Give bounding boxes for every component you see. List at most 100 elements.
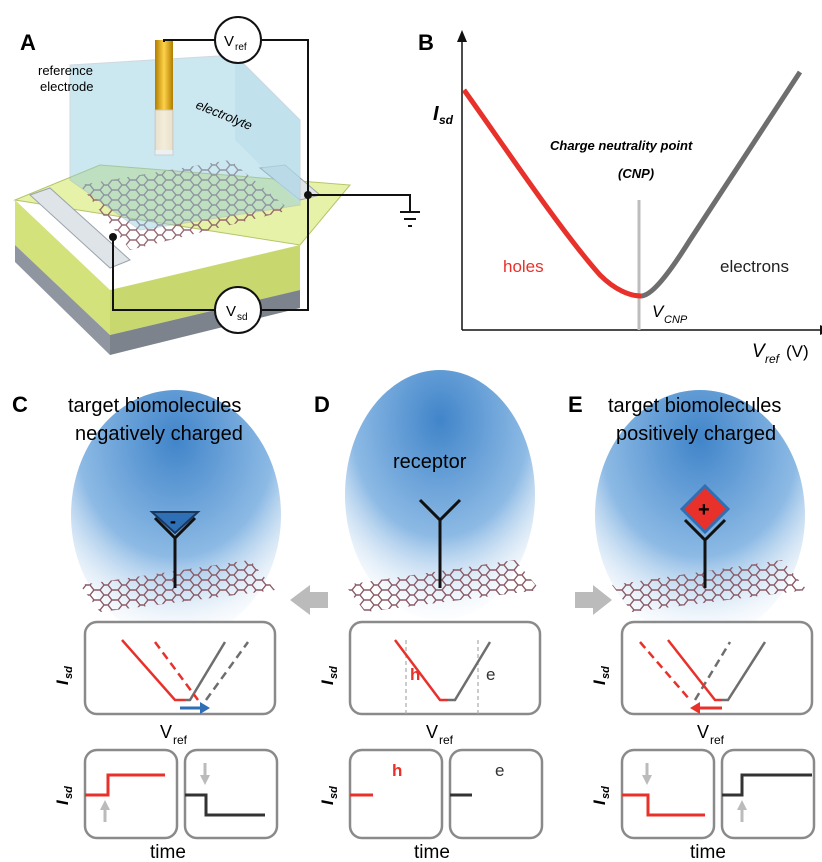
reference-electrode-tip (154, 109, 174, 156)
b-ylabel-sub: sd (439, 113, 454, 127)
d-time-h-label: h (392, 761, 402, 780)
c-title-1: target biomolecules (68, 395, 241, 417)
b-xlabel-sub: ref (765, 352, 781, 366)
c-holes-before (121, 639, 185, 702)
d-holes-curve (394, 639, 448, 702)
panel-letter-d: D (314, 392, 330, 417)
holes-curve (461, 88, 642, 299)
e-time-h-trace (622, 793, 705, 817)
left-arrow-icon (290, 585, 310, 615)
vsd-meter (214, 286, 262, 334)
panel-letter-a: A (20, 30, 36, 55)
c-title-2: negatively charged (75, 423, 243, 445)
c-up-arrow-icon (100, 800, 110, 810)
e-electrons-before (722, 641, 767, 702)
vcnp-main: V (652, 302, 665, 321)
e-isd2-main: I (590, 799, 609, 805)
e-isd2-sub: sd (600, 786, 612, 799)
panel-letter-b: B (418, 30, 434, 55)
d-receptor-label: receptor (393, 451, 467, 473)
c-vref-sub: ref (173, 733, 188, 747)
c-transfer-box (83, 620, 277, 716)
label-reference: reference (38, 63, 93, 78)
d-receptor-arms (418, 498, 462, 523)
panel-e: E target biomolecules positively charged… (568, 390, 816, 862)
c-isd-main: I (53, 679, 72, 685)
right-arrow-body (575, 592, 593, 608)
d-time-e-label: e (495, 761, 504, 780)
d-vref-sub: ref (439, 733, 454, 747)
panel-b: B I sd Charge neutrality point (CNP) hol… (418, 30, 822, 366)
b-xlabel-main: V (752, 341, 767, 362)
c-time: time (150, 842, 186, 862)
d-electrons-curve (448, 641, 492, 702)
d-vref-main: V (426, 722, 438, 742)
e-vref-main: V (697, 722, 709, 742)
wire-ref-right (262, 39, 309, 195)
c-electrons-after (204, 641, 250, 701)
electrons-label: electrons (720, 257, 789, 276)
substrate-left (15, 200, 110, 335)
wire-sd-right (260, 195, 309, 311)
d-time: time (414, 842, 450, 862)
e-charge: + (698, 499, 710, 521)
b-y-axis-arrow (457, 30, 467, 42)
d-dome (345, 370, 535, 620)
wire-sd-left (112, 237, 215, 311)
c-down-arrow-icon (200, 775, 210, 785)
b-xlabel-unit: (V) (786, 342, 809, 361)
d-e-label: e (486, 665, 495, 684)
d-isd2-main: I (318, 799, 337, 805)
e-time: time (690, 842, 726, 862)
c-receptor-arms (153, 516, 197, 541)
c-isd2-main: I (53, 799, 72, 805)
c-isd2-sub: sd (63, 786, 75, 799)
vref-meter-main: V (224, 33, 234, 50)
c-electrons-before (185, 641, 227, 702)
source-node (109, 233, 117, 241)
vref-meter-sub: ref (235, 42, 247, 53)
e-isd-sub: sd (600, 666, 612, 679)
graphene-sheet (80, 160, 290, 250)
vsd-meter-main: V (226, 303, 236, 320)
e-up-arrow-icon (737, 800, 747, 810)
e-positive-molecule (679, 483, 731, 535)
c-time-e-trace (185, 793, 265, 817)
d-isd-main: I (318, 679, 337, 685)
cnp-label-2: (CNP) (618, 166, 654, 181)
left-arrow-body (310, 592, 328, 608)
b-ylabel-main: I (433, 103, 439, 125)
d-h-label: h (410, 665, 420, 684)
panel-d: D receptor I sd h e V ref h e I sd time (314, 370, 544, 862)
electrons-curve (640, 70, 803, 299)
wire-ref-left (163, 39, 215, 42)
vcnp-sub: CNP (664, 314, 688, 326)
wire-ground (308, 194, 411, 212)
right-arrow-icon (593, 585, 612, 615)
holes-label: holes (503, 257, 544, 276)
e-graphene (612, 560, 807, 612)
panel-letter-c: C (12, 392, 28, 417)
c-negative-molecule (149, 511, 201, 535)
drain-node (304, 191, 312, 199)
panel-a: A reference electrode electrolyte (13, 16, 420, 355)
e-shift-arrowhead (690, 702, 700, 714)
e-time-e-trace (722, 773, 812, 797)
substrate-front (110, 245, 300, 335)
panel-letter-e: E (568, 392, 583, 417)
substrate-base-left (15, 245, 110, 355)
d-isd2-sub: sd (328, 786, 340, 799)
c-time-h-trace (85, 773, 165, 797)
electrolyte-side (235, 55, 300, 205)
e-electrons-after (693, 641, 732, 701)
c-charge: - (170, 511, 176, 531)
panel-c: C target biomolecules negatively charged… (12, 390, 281, 862)
c-vref-main: V (160, 722, 172, 742)
e-vref-sub: ref (710, 733, 725, 747)
c-graphene (80, 560, 275, 612)
label-electrode: electrode (40, 79, 93, 94)
source-contact (29, 187, 131, 269)
vsd-meter-sub: sd (237, 312, 248, 323)
e-title-2: positively charged (616, 423, 776, 445)
